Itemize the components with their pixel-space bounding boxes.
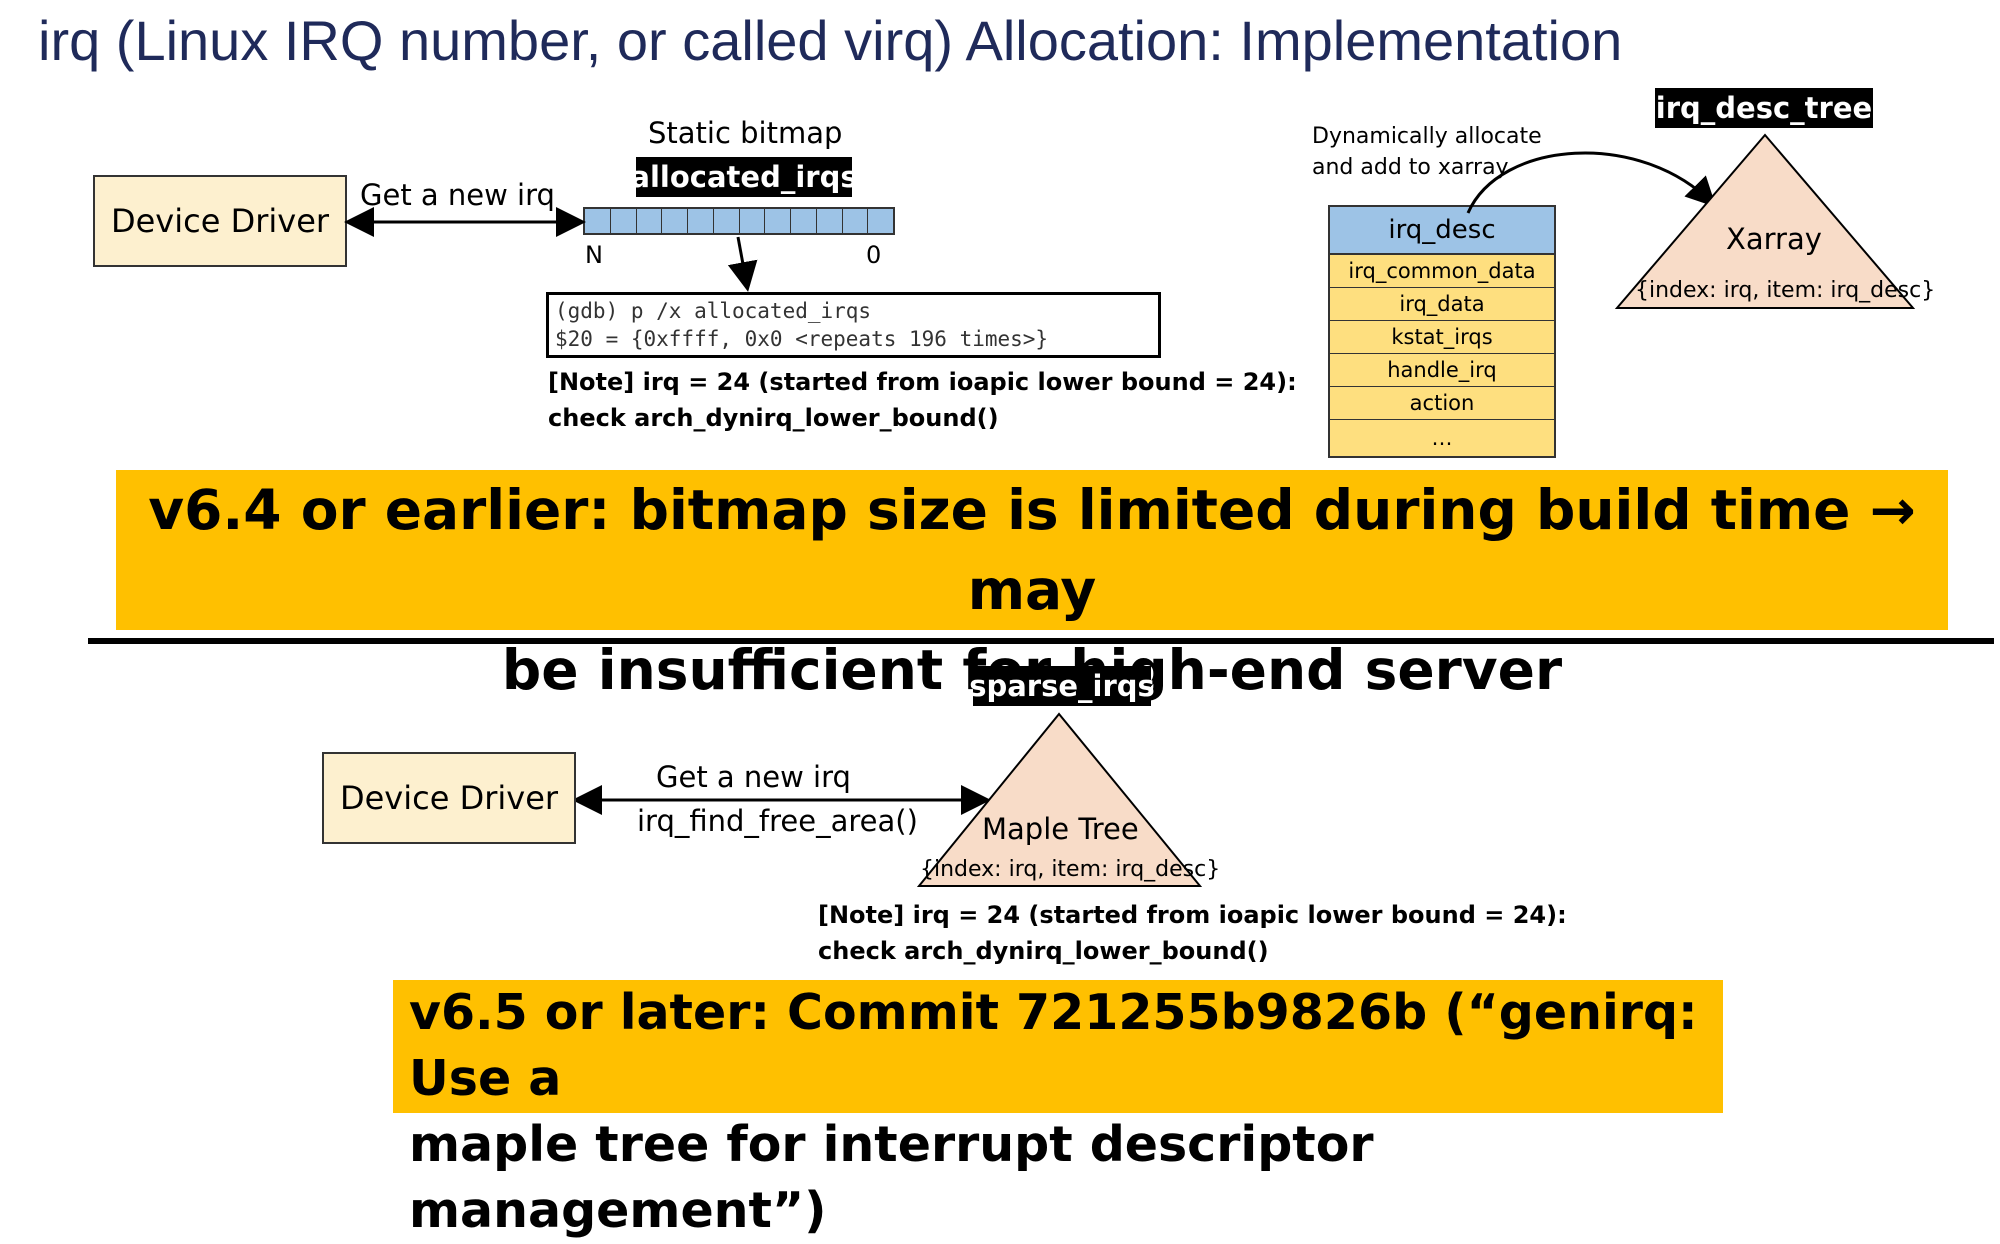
device-driver-box-top: Device Driver <box>93 175 347 267</box>
irq-desc-tree-label: irq_desc_tree <box>1655 88 1873 128</box>
xarray-triangle <box>1614 133 1916 309</box>
note-bottom-line2: check arch_dynirq_lower_bound() <box>818 937 1269 965</box>
irq-desc-tree-text: irq_desc_tree <box>1655 91 1873 125</box>
bitmap-cell <box>740 209 766 233</box>
device-driver-box-bottom: Device Driver <box>322 752 576 844</box>
banner-v6-5-line2: maple tree for interrupt descriptor mana… <box>409 1116 1374 1239</box>
bitmap-cell <box>585 209 611 233</box>
banner-v6-4-line1: v6.4 or earlier: bitmap size is limited … <box>148 478 1916 622</box>
bitmap-cell <box>637 209 663 233</box>
xarray-label: Xarray <box>1726 222 1822 256</box>
irq-desc-field: irq_common_data <box>1330 255 1554 288</box>
irq-desc-header: irq_desc <box>1330 207 1554 255</box>
bitmap-cell <box>662 209 688 233</box>
maple-tree-label: Maple Tree <box>982 812 1139 846</box>
allocated-irqs-text: allocated_irqs <box>630 160 858 194</box>
maple-tree-triangle <box>916 712 1203 887</box>
note-top-line2: check arch_dynirq_lower_bound() <box>548 404 999 432</box>
arrow-desc-xarray <box>1466 151 1717 214</box>
bitmap-cell <box>714 209 740 233</box>
banner-v6-4: v6.4 or earlier: bitmap size is limited … <box>116 470 1948 702</box>
sparse-irqs-label: sparse_irqs <box>969 666 1155 706</box>
maple-tree-index-label: {index: irq, item: irq_desc} <box>920 857 1221 882</box>
bitmap-right-label: 0 <box>866 241 882 269</box>
device-driver-label-bottom: Device Driver <box>339 779 559 817</box>
device-driver-label: Device Driver <box>110 202 330 240</box>
arrow-bitmap-gdb <box>727 236 758 292</box>
bitmap-cell <box>688 209 714 233</box>
diagram-shapes <box>344 133 1916 887</box>
irq-find-free-area-label: irq_find_free_area() <box>637 804 918 838</box>
section-divider <box>88 638 1994 644</box>
bitmap-cell <box>611 209 637 233</box>
dynamic-allocate-note: Dynamically allocate and add to xarray <box>1312 121 1542 183</box>
static-bitmap <box>583 207 895 235</box>
bitmap-cell <box>765 209 791 233</box>
bitmap-cell <box>843 209 869 233</box>
get-new-irq-label-bottom: Get a new irq <box>656 760 851 794</box>
note-bottom-line1: [Note] irq = 24 (started from ioapic low… <box>818 901 1567 929</box>
note-top-line1: [Note] irq = 24 (started from ioapic low… <box>548 368 1297 396</box>
gdb-line-1: (gdb) p /x allocated_irqs <box>555 299 872 323</box>
irq-desc-field: irq_data <box>1330 288 1554 321</box>
note-top: [Note] irq = 24 (started from ioapic low… <box>548 364 1297 436</box>
static-bitmap-caption: Static bitmap <box>648 116 843 150</box>
irq-desc-field: handle_irq <box>1330 354 1554 387</box>
irq-desc-field: kstat_irqs <box>1330 321 1554 354</box>
bitmap-left-label: N <box>585 241 603 269</box>
allocated-irqs-label: allocated_irqs <box>630 157 858 197</box>
bitmap-cell <box>817 209 843 233</box>
note-bottom: [Note] irq = 24 (started from ioapic low… <box>818 897 1567 969</box>
irq-desc-field: … <box>1330 420 1554 456</box>
irq-desc-field: action <box>1330 387 1554 420</box>
dynamic-allocate-line2: and add to xarray <box>1312 155 1509 180</box>
get-new-irq-label: Get a new irq <box>360 178 555 212</box>
bitmap-cell <box>791 209 817 233</box>
sparse-irqs-text: sparse_irqs <box>969 669 1155 703</box>
dynamic-allocate-line1: Dynamically allocate <box>1312 124 1542 149</box>
xarray-index-label: {index: irq, item: irq_desc} <box>1635 278 1936 303</box>
gdb-line-2: $20 = {0xffff, 0x0 <repeats 196 times>} <box>555 327 1049 351</box>
page-title: irq (Linux IRQ number, or called virq) A… <box>38 9 1623 72</box>
banner-v6-5: v6.5 or later: Commit 721255b9826b (“gen… <box>393 980 1723 1239</box>
irq-desc-struct: irq_desc irq_common_data irq_data kstat_… <box>1328 205 1556 458</box>
gdb-output: (gdb) p /x allocated_irqs $20 = {0xffff,… <box>546 292 1161 358</box>
banner-v6-5-line1: v6.5 or later: Commit 721255b9826b (“gen… <box>409 984 1698 1107</box>
